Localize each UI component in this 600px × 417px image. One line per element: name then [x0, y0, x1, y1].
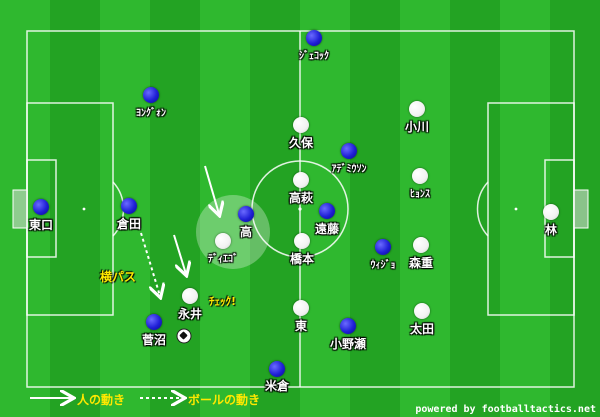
side-pass-annotation: 横パス	[100, 270, 137, 284]
player-marker	[340, 318, 356, 334]
player-name: ｼﾞｪｺｯｸ	[299, 51, 329, 62]
player-marker	[414, 303, 430, 319]
left-penalty-spot	[82, 207, 86, 211]
player-marker	[143, 87, 159, 103]
center-spot	[298, 207, 302, 211]
right-goal	[573, 189, 589, 229]
player-marker	[319, 203, 335, 219]
player-name: 高萩	[288, 191, 314, 205]
player-marker	[306, 30, 322, 46]
player-name: 菅沼	[141, 333, 167, 347]
player-name: ﾋｮﾝｽ	[410, 189, 430, 200]
player-marker	[182, 288, 198, 304]
player-name: 東	[294, 319, 308, 333]
player-marker	[238, 206, 254, 222]
player-marker	[121, 198, 137, 214]
credit-text: powered by footballtactics.net	[415, 404, 596, 415]
player-name: 森重	[408, 256, 434, 270]
player-name: 太田	[409, 322, 435, 336]
player-name: 遠藤	[314, 222, 340, 236]
player-name: 米倉	[264, 379, 290, 393]
legend-player-move-label: 人の動き	[77, 393, 126, 407]
player-marker	[293, 172, 309, 188]
player-name: 林	[544, 223, 558, 237]
check-annotation: ﾁｪｯｸ!	[209, 295, 237, 308]
legend-ball-move-label: ボールの動き	[188, 393, 261, 407]
player-marker	[294, 233, 310, 249]
player-marker	[413, 237, 429, 253]
player-name: 高	[239, 225, 253, 239]
left-goal	[12, 189, 28, 229]
player-name: 東口	[28, 218, 54, 232]
right-penalty-spot	[514, 207, 518, 211]
player-name: ｱﾃﾞﾐｳｿﾝ	[331, 164, 367, 175]
player-marker	[215, 233, 231, 249]
player-marker	[341, 143, 357, 159]
ball-move-arrow-side-pass	[140, 232, 160, 296]
player-name: 小野瀬	[329, 337, 367, 351]
player-marker	[293, 300, 309, 316]
player-name: 久保	[288, 136, 314, 150]
player-name: 橋本	[289, 252, 315, 266]
player-marker	[543, 204, 559, 220]
player-marker	[293, 117, 309, 133]
movement-arrows	[140, 165, 219, 296]
player-marker	[269, 361, 285, 377]
player-name: 小川	[404, 120, 430, 134]
player-name: ﾃﾞｨｴｺﾞ	[208, 254, 238, 265]
player-marker	[409, 101, 425, 117]
player-move-arrow-nagai	[173, 234, 186, 274]
player-marker	[412, 168, 428, 184]
player-move-arrow-diego	[204, 165, 219, 214]
player-name: 倉田	[116, 217, 142, 231]
player-name: 永井	[177, 307, 203, 321]
soccer-ball-icon	[176, 328, 192, 344]
right-penalty-arc	[476, 181, 489, 237]
player-marker	[33, 199, 49, 215]
player-marker	[375, 239, 391, 255]
player-name: ｳｨｼﾞｮ	[370, 260, 396, 271]
player-marker	[146, 314, 162, 330]
player-name: ﾖﾝｸﾞｫﾝ	[136, 108, 166, 119]
